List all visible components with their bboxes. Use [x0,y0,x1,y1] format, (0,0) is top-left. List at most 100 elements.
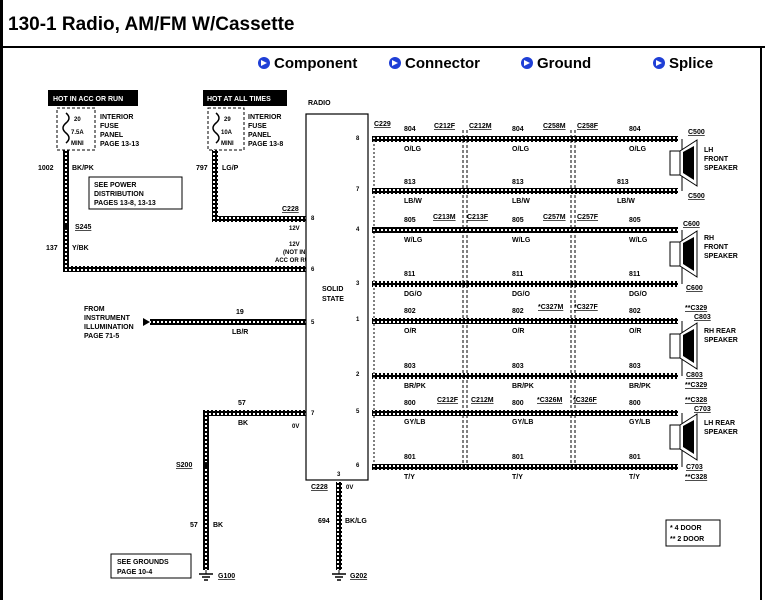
speaker-icon[interactable] [669,321,698,376]
wire-813-a: 813 [404,179,416,186]
wire-19-num: 19 [236,309,244,316]
wire-804-b: 804 [512,126,524,133]
speaker-icon[interactable] [669,139,698,191]
color-811-b: DG/O [512,291,530,298]
lh-rear-l1: LH REAR [704,420,735,427]
volt-12v-a: 12V [289,226,300,232]
nav-ground-link[interactable]: Ground [521,53,591,73]
pin-6-right: 6 [356,463,360,469]
wire-694-color: BK/LG [345,518,367,525]
c329-top-label: **C329 [685,305,707,312]
color-804-c: O/LG [629,146,647,153]
wire-805-b: 805 [512,217,524,224]
right-border [760,48,762,600]
color-813-a: LB/W [404,198,422,205]
hot-all-label: HOT AT ALL TIMES [207,96,271,103]
legend-2-door: ** 2 DOOR [670,536,704,543]
see-grounds-l2: PAGE 10-4 [117,569,152,576]
hot-all-header [203,90,287,106]
fuse1-panel-l3: PANEL [100,132,124,139]
door-legend [665,519,721,547]
color-802-c: O/R [629,328,641,335]
wire-797-horizontal [212,216,306,222]
hot-note-l3: ACC OR RUN) [275,258,315,264]
wire-57-vertical [203,410,209,570]
color-800-a: GY/LB [404,419,425,426]
c213f-label: C213F [467,214,489,221]
wire-803-b: 803 [512,363,524,370]
fuse2-panel-l2: FUSE [248,123,267,130]
power-dist-l1: SEE POWER [94,182,136,189]
see-grounds-note [110,553,192,579]
wire-811-c: 811 [629,271,640,278]
wire-137-color: Y/BK [72,245,89,252]
c212f-label-b: C212F [437,397,459,404]
fuse1-type: MINI [71,141,84,147]
wire-57-color: BK [238,420,248,427]
fuse-icon [212,112,220,144]
nav-component-link[interactable]: Component [258,53,357,73]
radio-state: STATE [322,296,344,303]
arrow-right-icon [521,57,533,69]
arrow-right-icon [389,57,401,69]
lh-front-l1: LH [704,147,713,154]
arrow-left-icon [143,318,150,326]
pin-6-left: 6 [311,267,315,273]
color-805-b: W/LG [512,237,531,244]
legend-4-door: * 4 DOOR [670,525,702,532]
fuse-panel-box-2 [207,107,245,151]
wire-57-horizontal [203,410,306,416]
color-805-c: W/LG [629,237,648,244]
c328-bottom-label: **C328 [685,474,707,481]
c600-top-label: C600 [683,221,700,228]
pin-4-right: 4 [356,227,360,233]
c258f-label: C258F [577,123,599,130]
wire-800-c: 800 [629,400,641,407]
nav-connector-link[interactable]: Connector [389,53,480,73]
wire-813-b: 813 [512,179,524,186]
splice-s245-dot [63,224,69,230]
c703-top-label: C703 [694,406,711,413]
fuse2-page: PAGE 13-8 [248,141,283,148]
wire-797-color: LG/P [222,165,239,172]
pin-7-right: 7 [356,187,360,193]
c212m-label-b: C212M [471,397,494,404]
from-l3: ILLUMINATION [84,324,134,331]
arrow-right-icon [653,57,665,69]
speaker-icon[interactable] [669,230,698,284]
pin-3-right: 3 [356,281,360,287]
c600-bottom-label: C600 [686,285,703,292]
g202-label: G202 [350,573,367,580]
wire-797 [212,150,218,220]
pin-7-left: 7 [311,411,315,417]
radio-component[interactable] [305,113,369,481]
wire-802-b: 802 [512,308,524,315]
wire-1002-137 [63,150,69,270]
speaker-icon[interactable] [669,413,698,467]
wire-805-a: 805 [404,217,416,224]
c327f-label: *C327F [574,304,598,311]
color-801-a: T/Y [404,474,415,481]
rh-front-l1: RH [704,235,714,242]
color-802-a: O/R [404,328,416,335]
radio-solid: SOLID [322,286,343,293]
radio-label: RADIO [308,100,331,107]
from-l4: PAGE 71-5 [84,333,119,340]
nav-splice-link[interactable]: Splice [653,53,713,73]
wire-804-c: 804 [629,126,641,133]
fuse1-number: 20 [74,117,81,123]
volt-12v-b: 12V [289,242,300,248]
arrow-right-icon [258,57,270,69]
c500-top-label: C500 [688,129,705,136]
rh-rear-l1: RH REAR [704,328,736,335]
wire-803-a: 803 [404,363,416,370]
fuse2-panel-l3: PANEL [248,132,272,139]
color-801-c: T/Y [629,474,640,481]
ground-g100-icon [199,570,213,581]
lh-front-l2: FRONT [704,156,729,163]
nav-label: Ground [537,54,592,72]
color-800-b: GY/LB [512,419,533,426]
c326m-label: *C326M [537,397,562,404]
wire-801-a: 801 [404,454,416,461]
